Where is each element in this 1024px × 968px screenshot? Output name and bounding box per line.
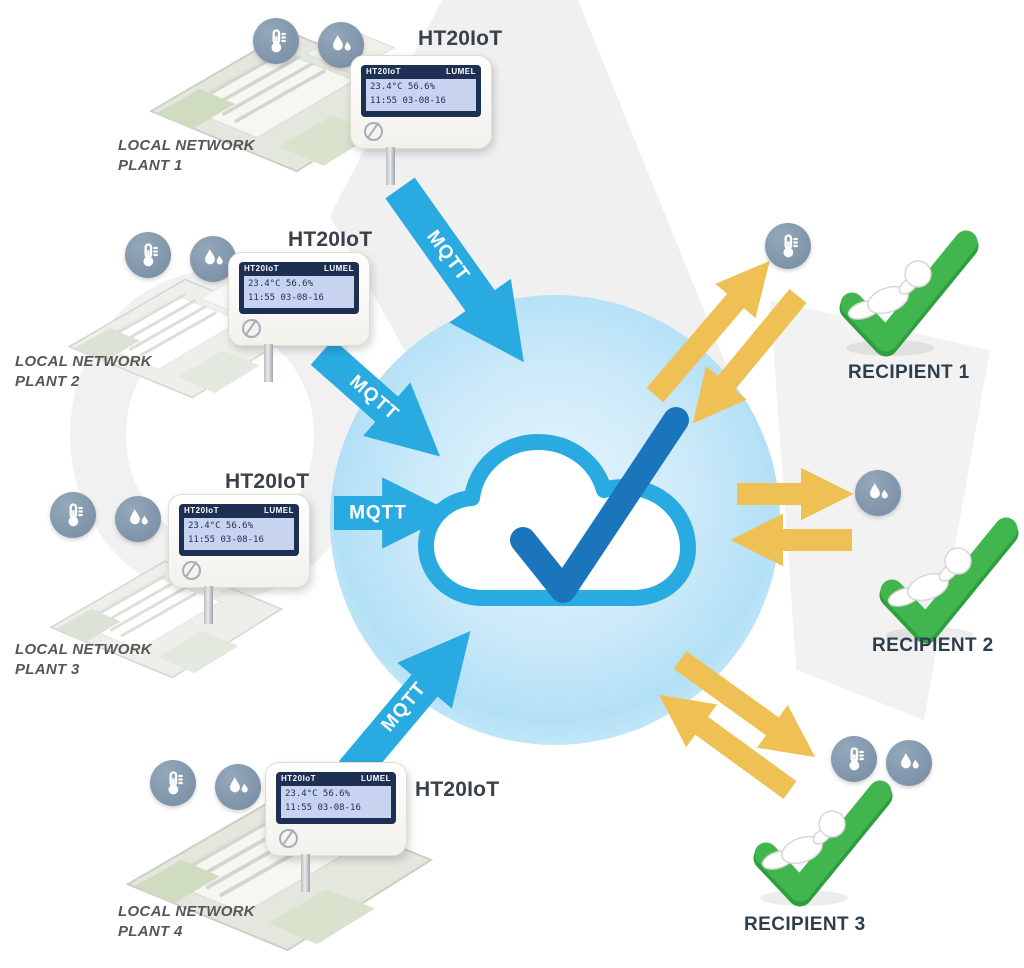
lcd-brand-text: LUMEL [445, 67, 476, 76]
recipient-figure-check-icon [872, 517, 1022, 657]
lcd-line2: 11:55 03-08-16 [188, 534, 264, 545]
plant-group-1: HT20IoT HT20IoT LUMEL 23.4°C 56.6% 11:55… [118, 5, 638, 195]
recipient-group-3: RECIPIENT 3 [738, 728, 988, 946]
lcd-line1: 23.4°C 56.6% [285, 789, 351, 799]
plant-label-line1: LOCAL NETWORK [15, 641, 152, 658]
recipient-group-1: RECIPIENT 1 [760, 218, 990, 396]
plant-label-2: LOCAL NETWORK PLANT 2 [15, 352, 152, 391]
ht20iot-device-1: HT20IoT LUMEL 23.4°C 56.6% 11:55 03-08-1… [350, 55, 492, 185]
thermometer-icon [50, 492, 96, 538]
lumel-logo-icon [242, 319, 261, 338]
device-title-1: HT20IoT [418, 27, 503, 50]
plant-label-line2: PLANT 1 [118, 156, 183, 174]
lcd-model-text: HT20IoT [184, 506, 220, 515]
device-mount-pole [386, 147, 395, 185]
ht20iot-device-4: HT20IoT LUMEL 23.4°C 56.6% 11:55 03-08-1… [265, 762, 407, 892]
thermometer-icon [253, 18, 299, 64]
cloud-checkmark-icon [510, 407, 689, 603]
mqtt-arrow-plant-1 [385, 177, 524, 363]
plant-group-2: HT20IoT HT20IoT LUMEL 23.4°C 56.6% 11:55… [0, 225, 430, 410]
lumel-logo-icon [364, 122, 383, 141]
thermometer-icon [150, 760, 196, 806]
recipient-label-3: RECIPIENT 3 [744, 914, 866, 935]
lcd-line2: 11:55 03-08-16 [248, 292, 324, 303]
lcd-line2: 11:55 03-08-16 [285, 802, 361, 813]
device-mount-pole [301, 854, 310, 892]
plant-label-line1: LOCAL NETWORK [118, 137, 255, 154]
device-title-3: HT20IoT [225, 470, 310, 493]
humidity-icon [886, 740, 932, 786]
arrow-recipient-1-to-cloud [692, 289, 807, 424]
ht20iot-device-3: HT20IoT LUMEL 23.4°C 56.6% 11:55 03-08-1… [168, 494, 310, 624]
plant-label-line2: PLANT 4 [118, 922, 183, 940]
plant-label-line1: LOCAL NETWORK [15, 353, 152, 370]
plant-label-4: LOCAL NETWORK PLANT 4 [118, 902, 255, 941]
plant-label-3: LOCAL NETWORK PLANT 3 [15, 640, 152, 679]
lcd-brand-text: LUMEL [323, 264, 354, 273]
device-mount-pole [264, 344, 273, 382]
plant-label-line2: PLANT 2 [15, 372, 80, 390]
mqtt-label-3: MQTT [349, 503, 407, 524]
mqtt-arrow-plant-4 [338, 630, 471, 783]
lcd-line1: 23.4°C 56.6% [248, 279, 314, 289]
lumel-logo-icon [182, 561, 201, 580]
recipient-figure-check-icon [832, 230, 982, 370]
thermometer-icon [831, 736, 877, 782]
lumel-logo-icon [279, 829, 298, 848]
arrow-recipient-3-to-cloud [658, 694, 797, 799]
device-title-4: HT20IoT [415, 778, 500, 801]
humidity-icon [215, 764, 261, 810]
lcd-model-text: HT20IoT [281, 774, 317, 783]
arrow-cloud-to-recipient-1 [646, 260, 770, 403]
humidity-icon [855, 470, 901, 516]
recipient-label-2: RECIPIENT 2 [872, 635, 994, 656]
plant-group-4: HT20IoT HT20IoT LUMEL 23.4°C 56.6% 11:55… [118, 755, 638, 965]
humidity-icon [115, 496, 161, 542]
lcd-brand-text: LUMEL [360, 774, 391, 783]
lcd-line1: 23.4°C 56.6% [188, 521, 254, 531]
recipient-figure-check-icon [746, 780, 896, 920]
device-title-2: HT20IoT [288, 228, 373, 251]
ht20iot-device-2: HT20IoT LUMEL 23.4°C 56.6% 11:55 03-08-1… [228, 252, 370, 382]
thermometer-icon [765, 223, 811, 269]
lcd-line2: 11:55 03-08-16 [370, 95, 446, 106]
plant-group-3: HT20IoT HT20IoT LUMEL 23.4°C 56.6% 11:55… [0, 465, 430, 690]
thermometer-icon [125, 232, 171, 278]
arrow-cloud-to-recipient-3 [673, 651, 816, 758]
device-lcd: HT20IoT LUMEL 23.4°C 56.6% 11:55 03-08-1… [179, 504, 299, 556]
plant-label-line2: PLANT 3 [15, 660, 80, 678]
plant-label-line1: LOCAL NETWORK [118, 903, 255, 920]
recipient-label-1: RECIPIENT 1 [848, 362, 970, 383]
lcd-model-text: HT20IoT [244, 264, 280, 273]
lcd-brand-text: LUMEL [263, 506, 294, 515]
recipient-group-2: RECIPIENT 2 [848, 465, 1024, 665]
device-lcd: HT20IoT LUMEL 23.4°C 56.6% 11:55 03-08-1… [276, 772, 396, 824]
device-lcd: HT20IoT LUMEL 23.4°C 56.6% 11:55 03-08-1… [239, 262, 359, 314]
device-lcd: HT20IoT LUMEL 23.4°C 56.6% 11:55 03-08-1… [361, 65, 481, 117]
lcd-line1: 23.4°C 56.6% [370, 82, 436, 92]
device-mount-pole [204, 586, 213, 624]
mqtt-arrow-plant-2 [310, 339, 441, 457]
lcd-model-text: HT20IoT [366, 67, 402, 76]
cloud-check-icon [418, 407, 696, 606]
plant-label-1: LOCAL NETWORK PLANT 1 [118, 136, 255, 175]
